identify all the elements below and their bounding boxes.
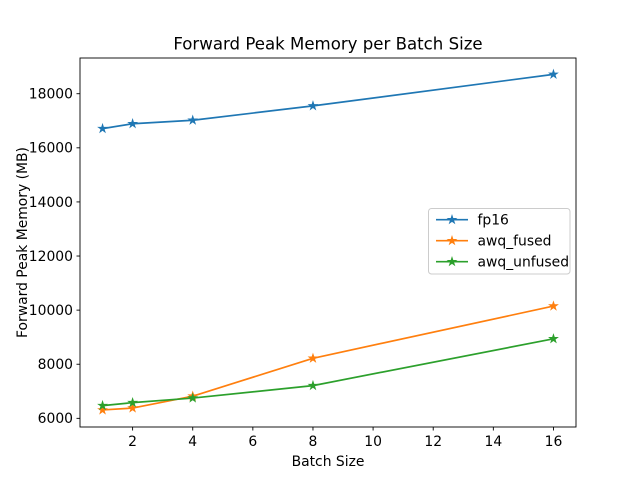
series-marker-awq_unfused [307, 379, 319, 391]
legend-marker-sample [446, 235, 458, 246]
series-marker-awq_fused [127, 402, 139, 413]
series-marker-awq_fused [97, 404, 108, 415]
y-tick-label: 12000 [29, 249, 73, 265]
series-marker-awq_unfused [97, 399, 108, 411]
series-marker-awq_unfused [187, 392, 199, 403]
series-line-awq_fused [102, 305, 554, 411]
series-marker-fp16 [548, 68, 559, 79]
series-marker-awq_fused [307, 352, 319, 363]
x-tick-label: 16 [545, 434, 563, 450]
series-line-fp16 [102, 73, 554, 130]
series-marker-awq_unfused [548, 333, 559, 344]
x-tick-label: 10 [364, 434, 382, 450]
y-tick-label: 6000 [38, 411, 73, 427]
series-marker-fp16 [127, 118, 139, 129]
axes-spines [79, 57, 577, 428]
legend-label-fp16: fp16 [478, 213, 509, 229]
y-tick-label: 10000 [29, 303, 73, 319]
legend-label-awq_unfused: awq_unfused [478, 255, 570, 271]
legend-box [428, 208, 571, 275]
x-axis-label: Batch Size [292, 454, 365, 470]
y-tick-label: 8000 [38, 357, 73, 373]
y-tick-label: 16000 [29, 141, 73, 157]
x-tick-label: 6 [248, 434, 257, 450]
y-tick-label: 14000 [29, 195, 73, 211]
series-marker-fp16 [307, 100, 319, 111]
series-marker-awq_fused [548, 300, 559, 311]
x-tick-label: 12 [424, 434, 442, 450]
legend-marker-sample [446, 256, 458, 267]
legend-marker-sample [446, 214, 458, 225]
series-marker-fp16 [187, 114, 199, 125]
series-line-awq_unfused [102, 337, 554, 407]
x-tick-label: 14 [484, 434, 502, 450]
x-tick-label: 2 [128, 434, 137, 450]
series-marker-fp16 [97, 122, 108, 134]
x-tick-label: 4 [188, 434, 197, 450]
legend-label-awq_fused: awq_fused [478, 234, 552, 250]
y-axis-label: Forward Peak Memory (MB) [15, 147, 31, 338]
chart-title: Forward Peak Memory per Batch Size [173, 35, 482, 54]
y-tick-label: 18000 [29, 87, 73, 103]
series-marker-awq_unfused [127, 396, 139, 408]
x-tick-label: 8 [309, 434, 318, 450]
chart-plot-area: 2 4 6 8 10 12 14 16 6000 8000 10000 12000 14000 16000… [29, 57, 577, 450]
